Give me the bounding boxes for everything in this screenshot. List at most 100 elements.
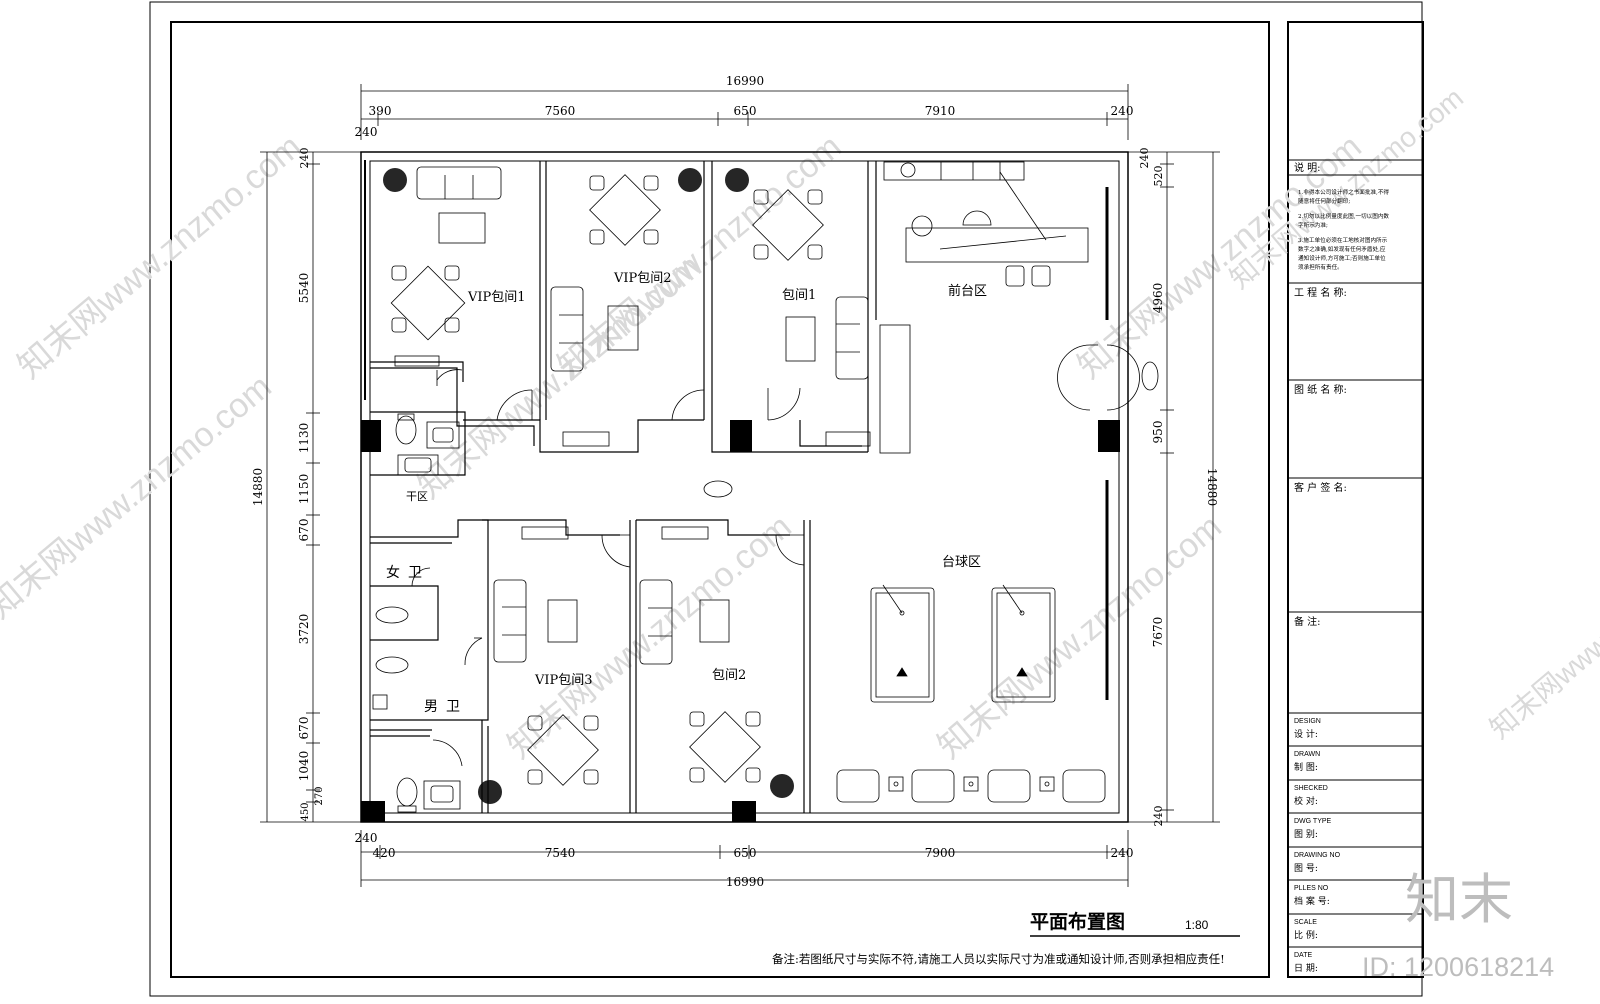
title-block-notes-label: 说 明: [1294,161,1321,174]
title-block-note-line: 2.切勿以比例量度此图,一切以图内数 [1298,212,1389,220]
billiard-table [870,584,935,703]
dim-left-seg: 5540 [297,273,311,304]
image-id-text: ID: 1200618214 [1362,952,1554,982]
title-block-files-no-en: PLLES NO [1294,885,1329,892]
room-label-vip1: VIP包间1 [467,290,526,305]
title-block-checked-en: SHECKED [1294,785,1328,792]
dimension-labels: 16990 390 7560 650 7910 240 240 240 420 … [251,74,1219,889]
title-block-note-line: 字所示为准; [1298,221,1328,229]
dim-top-corner: 240 [355,125,378,139]
mahjong-table-set [689,711,761,783]
dim-bottom-seg: 7540 [545,846,576,860]
room-label-reception: 前台区 [948,283,987,299]
dim-left-seg: 1040 [297,751,311,782]
title-block-note-line: 随意将任何部分翻印; [1298,197,1350,205]
title-block-drawing-no-en: DRAWING NO [1294,852,1341,859]
dim-top-seg: 650 [734,104,757,118]
watermark-text: 知末网www.znzmo.com [0,368,279,627]
title-block-note-line: 3.施工单位必须在工地核对图内所示 [1298,236,1388,244]
title-block-design-cn: 设 计: [1294,728,1318,740]
walls [360,151,1129,823]
dim-right-seg: 7670 [1151,617,1165,648]
title-block-note-line: 1.非得本公司设计师之书面批准,不得 [1298,188,1389,196]
room-label-room2: 包间2 [712,668,746,683]
drawing-scale: 1:80 [1185,918,1209,932]
dim-bottom-seg: 240 [1111,846,1134,860]
title-block-drawing-name: 图 纸 名 称: [1294,383,1347,396]
dim-right-seg: 240 [1138,148,1151,169]
dim-left-seg: 670 [297,717,311,740]
title-block-date-en: DATE [1294,952,1312,959]
title-block-checked-cn: 校 对: [1294,795,1318,807]
dim-left-seg: 670 [297,519,311,542]
title-block-drawn-en: DRAWN [1294,751,1320,758]
dim-right-seg: 4960 [1151,283,1165,314]
room-label-billiards: 台球区 [942,555,981,570]
drawing-title-text: 平面布置图 [1030,910,1125,933]
dim-bottom-corner: 240 [355,831,378,845]
dim-left-seg: 270 [314,786,325,805]
title-block-date-cn: 日 期: [1294,963,1318,974]
title-block-remarks: 备 注: [1294,615,1321,628]
watermark-text: 知末网www.znzmo.com [11,128,309,387]
title-block-frame [1287,21,1424,978]
room-label-vip2: VIP包间2 [613,271,672,286]
doors [411,344,1140,767]
drawing-title: 平面布置图 1:80 备注:若图纸尺寸与实际不符,请施工人员以实际尺寸为准或通知… [772,910,1240,966]
dim-top-seg: 7910 [925,104,956,118]
room-label-dry-area: 干区 [406,490,428,503]
mahjong-table-set [589,174,661,246]
title-block-note-line: 通知设计师,方可施工;否则施工单位 [1298,254,1386,262]
dim-bottom-seg: 420 [373,846,396,860]
dim-left-seg: 1150 [297,474,311,505]
sheet-border [149,1,1423,997]
dim-bottom-seg: 650 [734,846,757,860]
billiard-table [991,584,1056,703]
dim-left-seg: 450 [300,802,311,821]
title-block-project-name: 工 程 名 称: [1294,286,1347,299]
columns [361,420,1120,822]
watermark-text: 知末网www.znzmo.com [931,508,1229,767]
title-block-files-no-cn: 档 案 号: [1294,895,1330,907]
dim-left-seg: 3720 [297,614,311,645]
dim-top-seg: 240 [1111,104,1134,118]
title-block-dwg-type-en: DWG TYPE [1294,818,1332,825]
title-block-lines [1288,159,1423,948]
mahjong-table-set [752,189,824,261]
room-label-vip3: VIP包间3 [534,673,593,688]
dim-right-seg: 520 [1152,166,1165,187]
plant-icons [383,168,794,804]
mahjong-table-set [390,265,466,341]
brand-logo-text: 知末 [1405,870,1513,930]
dim-right-seg: 240 [1152,806,1165,827]
dim-top-overall: 16990 [726,74,764,88]
dim-left-seg: 240 [298,148,311,169]
dimensions [260,84,1220,887]
title-block-drawn-cn: 制 图: [1294,761,1318,773]
watermark-text: 知末网www.znzmo.com [551,128,849,387]
drawing-note: 备注:若图纸尺寸与实际不符,请施工人员以实际尺寸为准或通知设计师,否则承担相应责… [772,952,1225,966]
room-label-room1: 包间1 [782,288,816,303]
dim-bottom-seg: 7900 [925,846,956,860]
dim-right-seg: 950 [1151,421,1165,444]
room-label-male-wc: 男卫 [424,699,468,715]
drawing-frame [170,21,1270,978]
dim-top-seg: 7560 [545,104,576,118]
furniture [372,161,1159,813]
watermark-text: 知末网www.znzmo.com [1224,82,1469,295]
title-block-design-en: DESIGN [1294,718,1321,725]
title-block-client-sign: 客 户 签 名: [1294,481,1347,494]
title-block-note-line: 须承担所有责任。 [1298,263,1343,271]
title-block-scale-cn: 比 例: [1294,929,1318,941]
title-block-text: 说 明: 1.非得本公司设计师之书面批准,不得 随意将任何部分翻印; 2.切勿以… [1294,161,1389,974]
room-label-female-wc: 女卫 [386,564,430,581]
dim-right-overall: 14880 [1205,468,1219,506]
mahjong-table-set [527,714,599,786]
watermark-text: 知末网www.znzmo.com [1484,532,1600,745]
watermark-text: 知末网www.znzmo.com [501,508,799,767]
room-labels: VIP包间1 VIP包间2 包间1 前台区 干区 女卫 男卫 VIP包间3 包间… [386,271,987,715]
title-block-scale-en: SCALE [1294,919,1317,926]
dim-left-overall: 14880 [251,468,265,506]
dim-left-seg: 1130 [297,423,311,454]
